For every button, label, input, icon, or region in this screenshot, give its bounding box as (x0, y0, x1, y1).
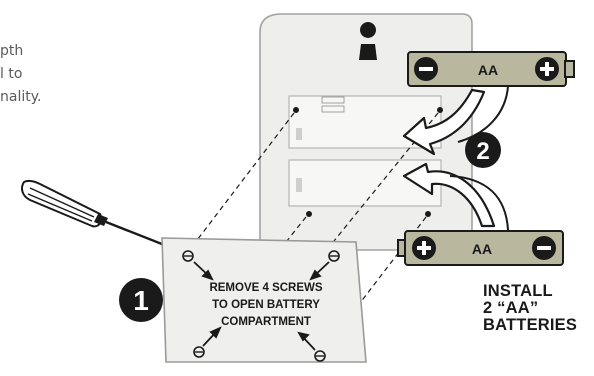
arrow-outline (449, 85, 509, 231)
battery-contact (296, 178, 302, 192)
screw-icon (182, 250, 194, 262)
battery-contact (296, 128, 302, 140)
install-instruction: INSTALL 2 “AA” BATTERIES (483, 283, 577, 334)
keyhole-icon (359, 22, 377, 60)
minus-icon (532, 236, 556, 260)
arrow-icon (402, 88, 496, 228)
side-text-line: nality. (0, 89, 42, 105)
screwdriver-icon (21, 179, 173, 250)
battery-type-label: AA (472, 241, 492, 257)
battery-icon-top: AA (407, 51, 575, 87)
step-2-number: 2 (476, 138, 489, 165)
minus-icon (414, 57, 438, 81)
install-instruction-line: BATTERIES (483, 316, 578, 334)
screw-icon (193, 346, 205, 358)
side-text-line: l to (0, 66, 23, 82)
side-text: pth l to nality. (0, 40, 90, 109)
screw-hole (425, 211, 431, 217)
plus-icon (412, 236, 436, 260)
step-2-badge: 2 (465, 132, 501, 168)
plus-icon (535, 57, 559, 81)
screw-hole (437, 107, 443, 113)
screw-icon (328, 250, 340, 262)
polarity-marking (321, 96, 345, 113)
step-1-label-line: REMOVE 4 SCREWS (209, 282, 322, 294)
screw-icon (314, 350, 326, 362)
battery-type-label: AA (478, 62, 498, 78)
battery-icon-bottom: AA (397, 230, 564, 266)
screw-arrows (193, 261, 330, 351)
battery-cover: REMOVE 4 SCREWS TO OPEN BATTERY COMPARTM… (161, 237, 367, 363)
step-1-badge: 1 (119, 278, 163, 322)
install-instruction-line: 2 “AA” (483, 299, 539, 317)
step-1-number: 1 (133, 285, 149, 316)
side-text-line: pth (0, 43, 24, 59)
screw-hole (306, 211, 312, 217)
install-instruction-line: INSTALL (483, 282, 553, 300)
screw-hole (293, 107, 299, 113)
step-1-label-line: COMPARTMENT (221, 316, 311, 328)
step-1-label-line: TO OPEN BATTERY (212, 299, 320, 311)
